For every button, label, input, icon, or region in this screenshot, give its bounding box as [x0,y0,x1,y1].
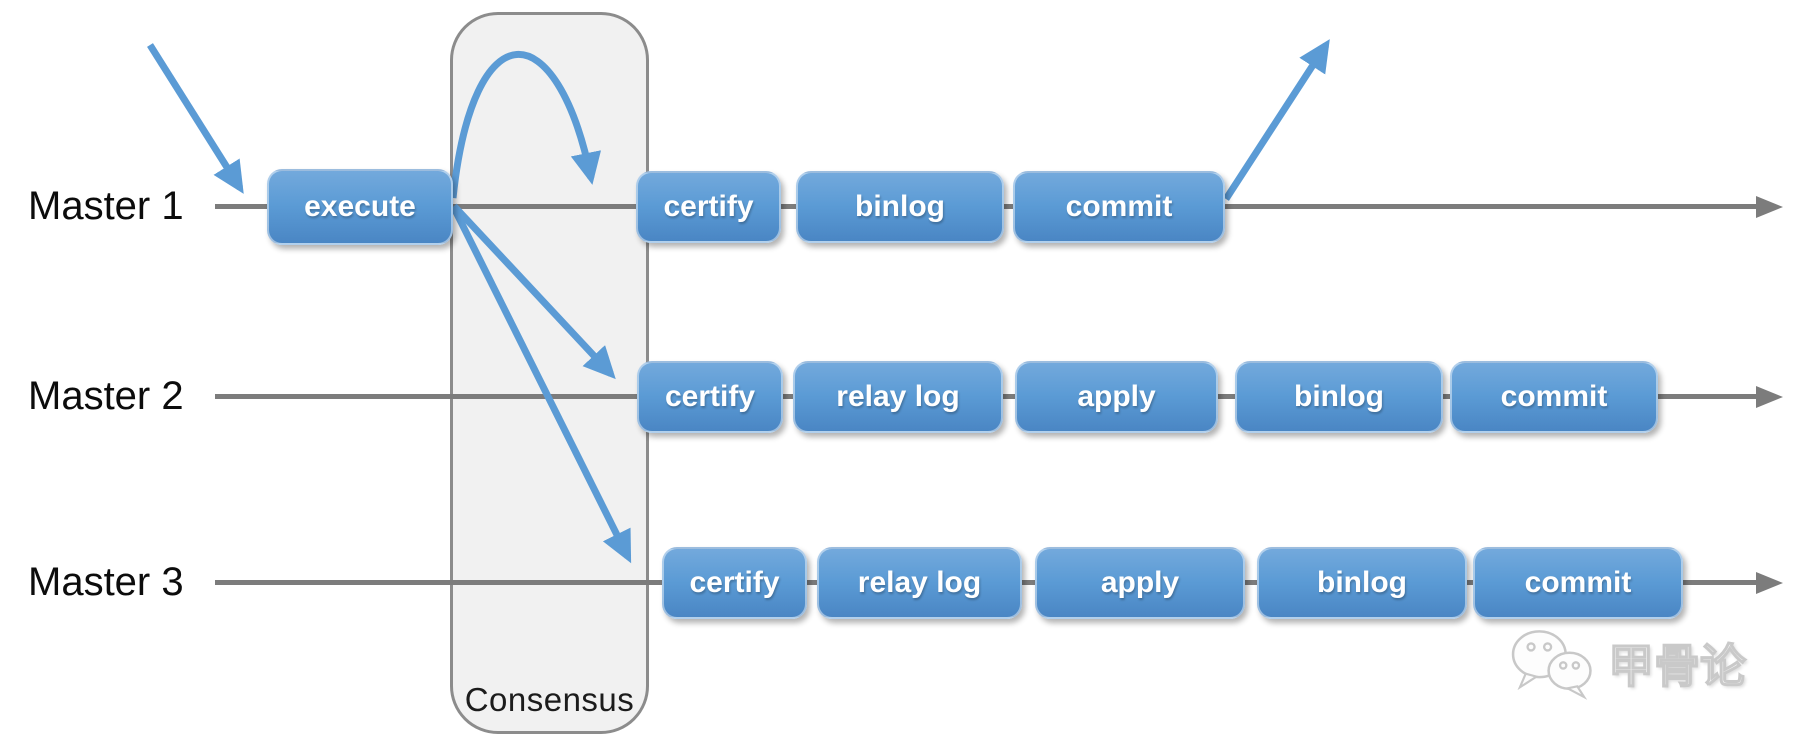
step-box-binlog-master1: binlog [796,171,1004,243]
wechat-icon [1511,630,1592,700]
row-label-master1: Master 1 [28,184,184,228]
step-box-relaylog-master2: relay log [793,361,1003,433]
step-box-commit-master3: commit [1473,547,1683,619]
step-box-certify-master3: certify [662,547,807,619]
step-box-apply-master2: apply [1015,361,1218,433]
arrow-outgoing-commit-master1 [1223,39,1330,201]
step-box-commit-master2: commit [1450,361,1658,433]
arrow-incoming-transaction [147,43,244,194]
timeline-arrowhead-master1 [1756,196,1783,218]
watermark: 甲骨论 [1508,626,1747,700]
row-label-master2: Master 2 [28,374,184,418]
step-box-certify-master2: certify [637,361,783,433]
watermark-text: 甲骨论 [1607,639,1747,693]
step-box-relaylog-master3: relay log [817,547,1022,619]
timeline-arrowhead-master3 [1756,572,1783,594]
step-box-apply-master3: apply [1035,547,1245,619]
step-box-binlog-master3: binlog [1257,547,1467,619]
timeline-arrowhead-master2 [1756,386,1783,408]
step-box-certify-master1: certify [636,171,781,243]
consensus-label: Consensus [464,681,635,718]
row-label-master3: Master 3 [28,560,184,604]
step-box-execute-master1: execute [267,169,453,245]
step-box-binlog-master2: binlog [1235,361,1443,433]
consensus-box: Consensus [450,12,649,734]
step-box-commit-master1: commit [1013,171,1225,243]
